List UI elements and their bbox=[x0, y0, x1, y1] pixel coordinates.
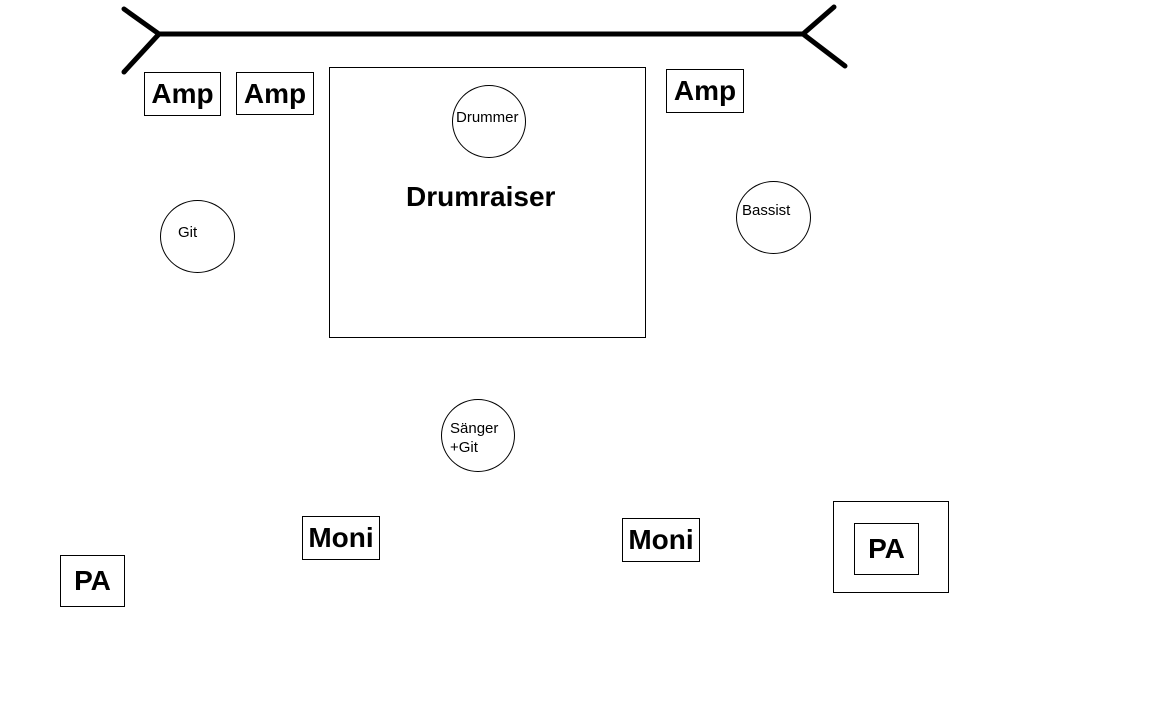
pa-right-label: PA bbox=[868, 533, 905, 564]
amp-right: Amp bbox=[666, 69, 744, 113]
amp-left-2-label: Amp bbox=[243, 77, 307, 109]
singer-circle bbox=[441, 399, 515, 472]
pa-right: PA bbox=[854, 523, 919, 575]
pa-left-label: PA bbox=[74, 565, 111, 596]
drummer-circle bbox=[452, 85, 526, 158]
bassist-label: Bassist bbox=[742, 202, 791, 219]
singer-label-line1: Sänger bbox=[450, 420, 499, 437]
pa-left: PA bbox=[60, 555, 125, 607]
monitor-right-label: Moni bbox=[628, 524, 694, 555]
amp-right-label: Amp bbox=[673, 75, 737, 106]
monitor-left: Moni bbox=[302, 516, 380, 560]
drummer-label: Drummer bbox=[456, 109, 519, 126]
guitarist-label: Git bbox=[178, 224, 198, 241]
monitor-left-label: Moni bbox=[308, 522, 374, 553]
drumraiser bbox=[329, 67, 646, 338]
amp-left-1: Amp bbox=[144, 72, 221, 116]
stage-edge-left-end bbox=[121, 6, 162, 75]
guitarist-circle bbox=[160, 200, 235, 273]
stage-edge-right-end bbox=[800, 4, 848, 69]
singer-label-line2: +Git bbox=[450, 439, 478, 456]
monitor-right: Moni bbox=[622, 518, 700, 562]
bassist-circle bbox=[736, 181, 811, 254]
drumraiser-label: Drumraiser bbox=[406, 181, 556, 212]
amp-left-1-label: Amp bbox=[151, 78, 214, 109]
amp-left-2: Amp bbox=[236, 72, 314, 115]
pa-right-outer: PA bbox=[833, 501, 949, 593]
